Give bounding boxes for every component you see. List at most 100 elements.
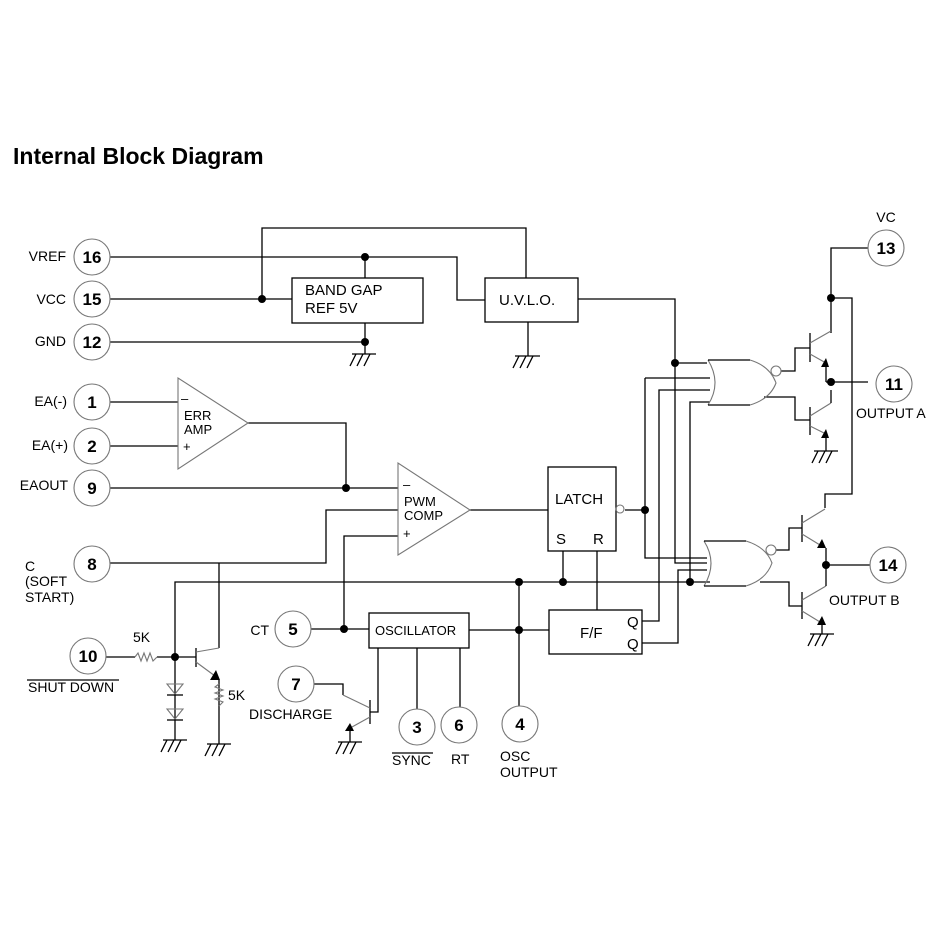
pin-number: 4 xyxy=(515,715,525,734)
pin-number: 8 xyxy=(87,555,96,574)
discharge-transistor xyxy=(342,694,371,742)
pin-number: 7 xyxy=(291,675,300,694)
pin-16: 16 VREF xyxy=(29,238,111,276)
pin-label: CT xyxy=(250,622,269,638)
pin-label: RT xyxy=(451,751,470,767)
pin-label: OUTPUT A xyxy=(856,405,926,421)
pin-3: 3 SYNC xyxy=(392,708,436,768)
uvlo-label: U.V.L.O. xyxy=(499,292,555,309)
pin-10: 10 SHUT DOWN xyxy=(27,637,119,695)
pin-number: 11 xyxy=(885,375,903,394)
ground-icon xyxy=(807,633,834,647)
band-gap-block: BAND GAP REF 5V xyxy=(291,277,424,324)
latch-label: LATCH xyxy=(555,491,603,508)
pwm-comparator: – PWM COMP + xyxy=(397,461,472,556)
pin-2: 2 EA(+) xyxy=(32,427,111,465)
latch-s-label: S xyxy=(556,531,566,548)
erramp-label-2: AMP xyxy=(184,422,212,437)
ground-icon xyxy=(204,743,231,757)
transistor-a-lower xyxy=(809,390,832,451)
ground-symbols xyxy=(160,353,838,757)
pin-label: VREF xyxy=(29,248,66,264)
ground-icon xyxy=(811,450,838,464)
resistor-5k-emitter xyxy=(213,683,225,707)
pin-label: DISCHARGE xyxy=(249,706,332,722)
diodes xyxy=(165,657,185,740)
pin-number: 6 xyxy=(454,716,463,735)
nor-gate-b xyxy=(703,540,777,587)
oscillator-block: OSCILLATOR xyxy=(368,612,470,649)
shutdown-transistor xyxy=(195,647,220,680)
flip-flop-block: F/F Q Q xyxy=(548,609,643,655)
pin-label: (SOFT xyxy=(25,573,67,589)
ground-icon xyxy=(335,741,362,755)
pin-label: OSC xyxy=(500,748,530,764)
nor-gate-a xyxy=(707,359,782,406)
pin-label: START) xyxy=(25,589,74,605)
pin-9: 9 EAOUT xyxy=(20,469,111,507)
pin-1: 1 EA(-) xyxy=(34,383,111,421)
pin-label: EA(+) xyxy=(32,437,68,453)
ff-qbar-label: Q xyxy=(627,636,639,653)
pin-label: GND xyxy=(35,333,66,349)
pin-number: 13 xyxy=(877,239,896,258)
diagram-title: Internal Block Diagram xyxy=(13,143,264,169)
pin-number: 16 xyxy=(83,248,102,267)
ff-q-label: Q xyxy=(627,614,639,631)
oscillator-label: OSCILLATOR xyxy=(375,623,456,638)
erramp-label-1: ERR xyxy=(184,408,211,423)
pin-label: VCC xyxy=(36,291,66,307)
resistor-label: 5K xyxy=(133,629,151,645)
band-gap-label-1: BAND GAP xyxy=(305,282,383,299)
pin-6: 6 RT xyxy=(440,706,478,767)
junctions xyxy=(171,253,835,661)
latch-block: LATCH S R xyxy=(547,466,625,552)
pin-7: 7 DISCHARGE xyxy=(249,665,332,722)
pin-label: OUTPUT B xyxy=(829,592,900,608)
pin-label: SHUT DOWN xyxy=(28,679,114,695)
pin-14: 14 OUTPUT B xyxy=(829,546,907,608)
ground-icon xyxy=(160,739,187,753)
pwm-label-2: COMP xyxy=(404,508,443,523)
pin-number: 14 xyxy=(879,556,898,575)
pin-15: 15 VCC xyxy=(36,280,111,318)
ground-icon xyxy=(512,355,540,369)
pin-number: 2 xyxy=(87,437,96,456)
pin-number: 1 xyxy=(87,393,96,412)
pin-label: EA(-) xyxy=(34,393,67,409)
pin-number: 15 xyxy=(83,290,102,309)
ff-label: F/F xyxy=(580,625,603,642)
uvlo-block: U.V.L.O. xyxy=(484,277,579,323)
pin-number: 3 xyxy=(412,718,421,737)
pin-4: 4 OSC OUTPUT xyxy=(500,705,558,780)
pin-5: 5 CT xyxy=(250,610,312,648)
pin-13: 13 VC xyxy=(867,209,905,267)
pin-label: EAOUT xyxy=(20,477,69,493)
pin-12: 12 GND xyxy=(35,323,111,361)
pwm-label-1: PWM xyxy=(404,494,436,509)
pwm-plus: + xyxy=(403,526,411,541)
error-amplifier: – ERR AMP + xyxy=(177,376,250,471)
band-gap-label-2: REF 5V xyxy=(305,300,358,317)
pin-number: 12 xyxy=(83,333,102,352)
transistor-b-lower xyxy=(801,565,827,634)
pin-number: 9 xyxy=(87,479,96,498)
pin-11: 11 OUTPUT A xyxy=(856,365,926,421)
resistor-5k-shutdown xyxy=(134,651,158,663)
pin-8: 8 C (SOFT START) xyxy=(25,545,111,605)
ground-icon xyxy=(349,353,376,367)
pwm-minus: – xyxy=(403,477,411,492)
pin-label: OUTPUT xyxy=(500,764,558,780)
transistor-a-upper xyxy=(809,330,832,382)
wires xyxy=(106,227,870,744)
pin-number: 10 xyxy=(79,647,98,666)
transistor-b-upper xyxy=(801,508,827,565)
pin-label: VC xyxy=(876,209,895,225)
resistor-label: 5K xyxy=(228,687,246,703)
pin-number: 5 xyxy=(288,620,297,639)
erramp-minus: – xyxy=(181,391,189,406)
pin-label: C xyxy=(25,558,35,574)
erramp-plus: + xyxy=(183,439,191,454)
latch-r-label: R xyxy=(593,531,604,548)
